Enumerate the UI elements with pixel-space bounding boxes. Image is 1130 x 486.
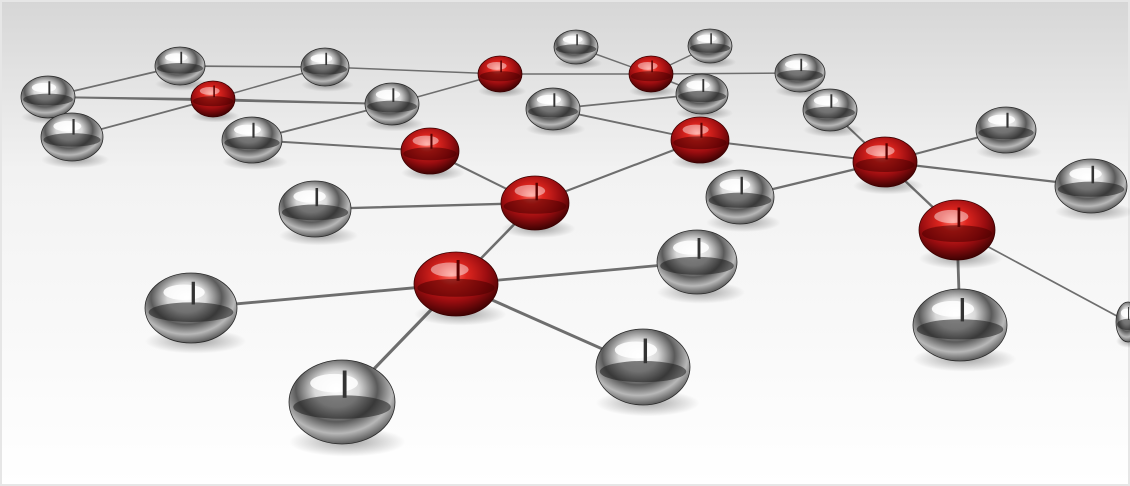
connector-line bbox=[313, 201, 537, 211]
red-sphere bbox=[477, 55, 523, 93]
silver-sphere bbox=[20, 75, 76, 119]
silver-sphere bbox=[364, 82, 420, 126]
connector-line bbox=[324, 66, 501, 75]
silver-sphere bbox=[278, 180, 352, 238]
red-sphere bbox=[628, 55, 674, 93]
silver-sphere bbox=[1054, 158, 1128, 214]
red-sphere bbox=[852, 136, 918, 188]
silver-sphere bbox=[912, 288, 1008, 362]
silver-sphere bbox=[656, 229, 738, 295]
spheres bbox=[20, 28, 1130, 445]
silver-sphere bbox=[553, 29, 599, 65]
silver-sphere bbox=[802, 88, 858, 132]
silver-sphere bbox=[525, 87, 581, 131]
silver-sphere bbox=[675, 73, 729, 115]
silver-sphere bbox=[705, 169, 775, 225]
red-sphere bbox=[413, 251, 499, 317]
silver-sphere bbox=[288, 359, 396, 445]
red-sphere bbox=[500, 175, 570, 231]
silver-sphere bbox=[144, 272, 238, 344]
silver-sphere bbox=[975, 106, 1037, 154]
silver-sphere bbox=[40, 112, 104, 162]
red-sphere bbox=[190, 80, 236, 118]
silver-sphere bbox=[687, 28, 733, 64]
silver-sphere bbox=[300, 47, 350, 87]
silver-sphere bbox=[774, 53, 826, 93]
silver-sphere bbox=[221, 116, 283, 164]
red-sphere bbox=[670, 116, 730, 164]
red-sphere bbox=[400, 127, 460, 175]
silver-sphere bbox=[1115, 301, 1130, 343]
silver-sphere bbox=[595, 328, 691, 406]
silver-sphere bbox=[154, 46, 206, 86]
red-sphere bbox=[918, 199, 996, 261]
